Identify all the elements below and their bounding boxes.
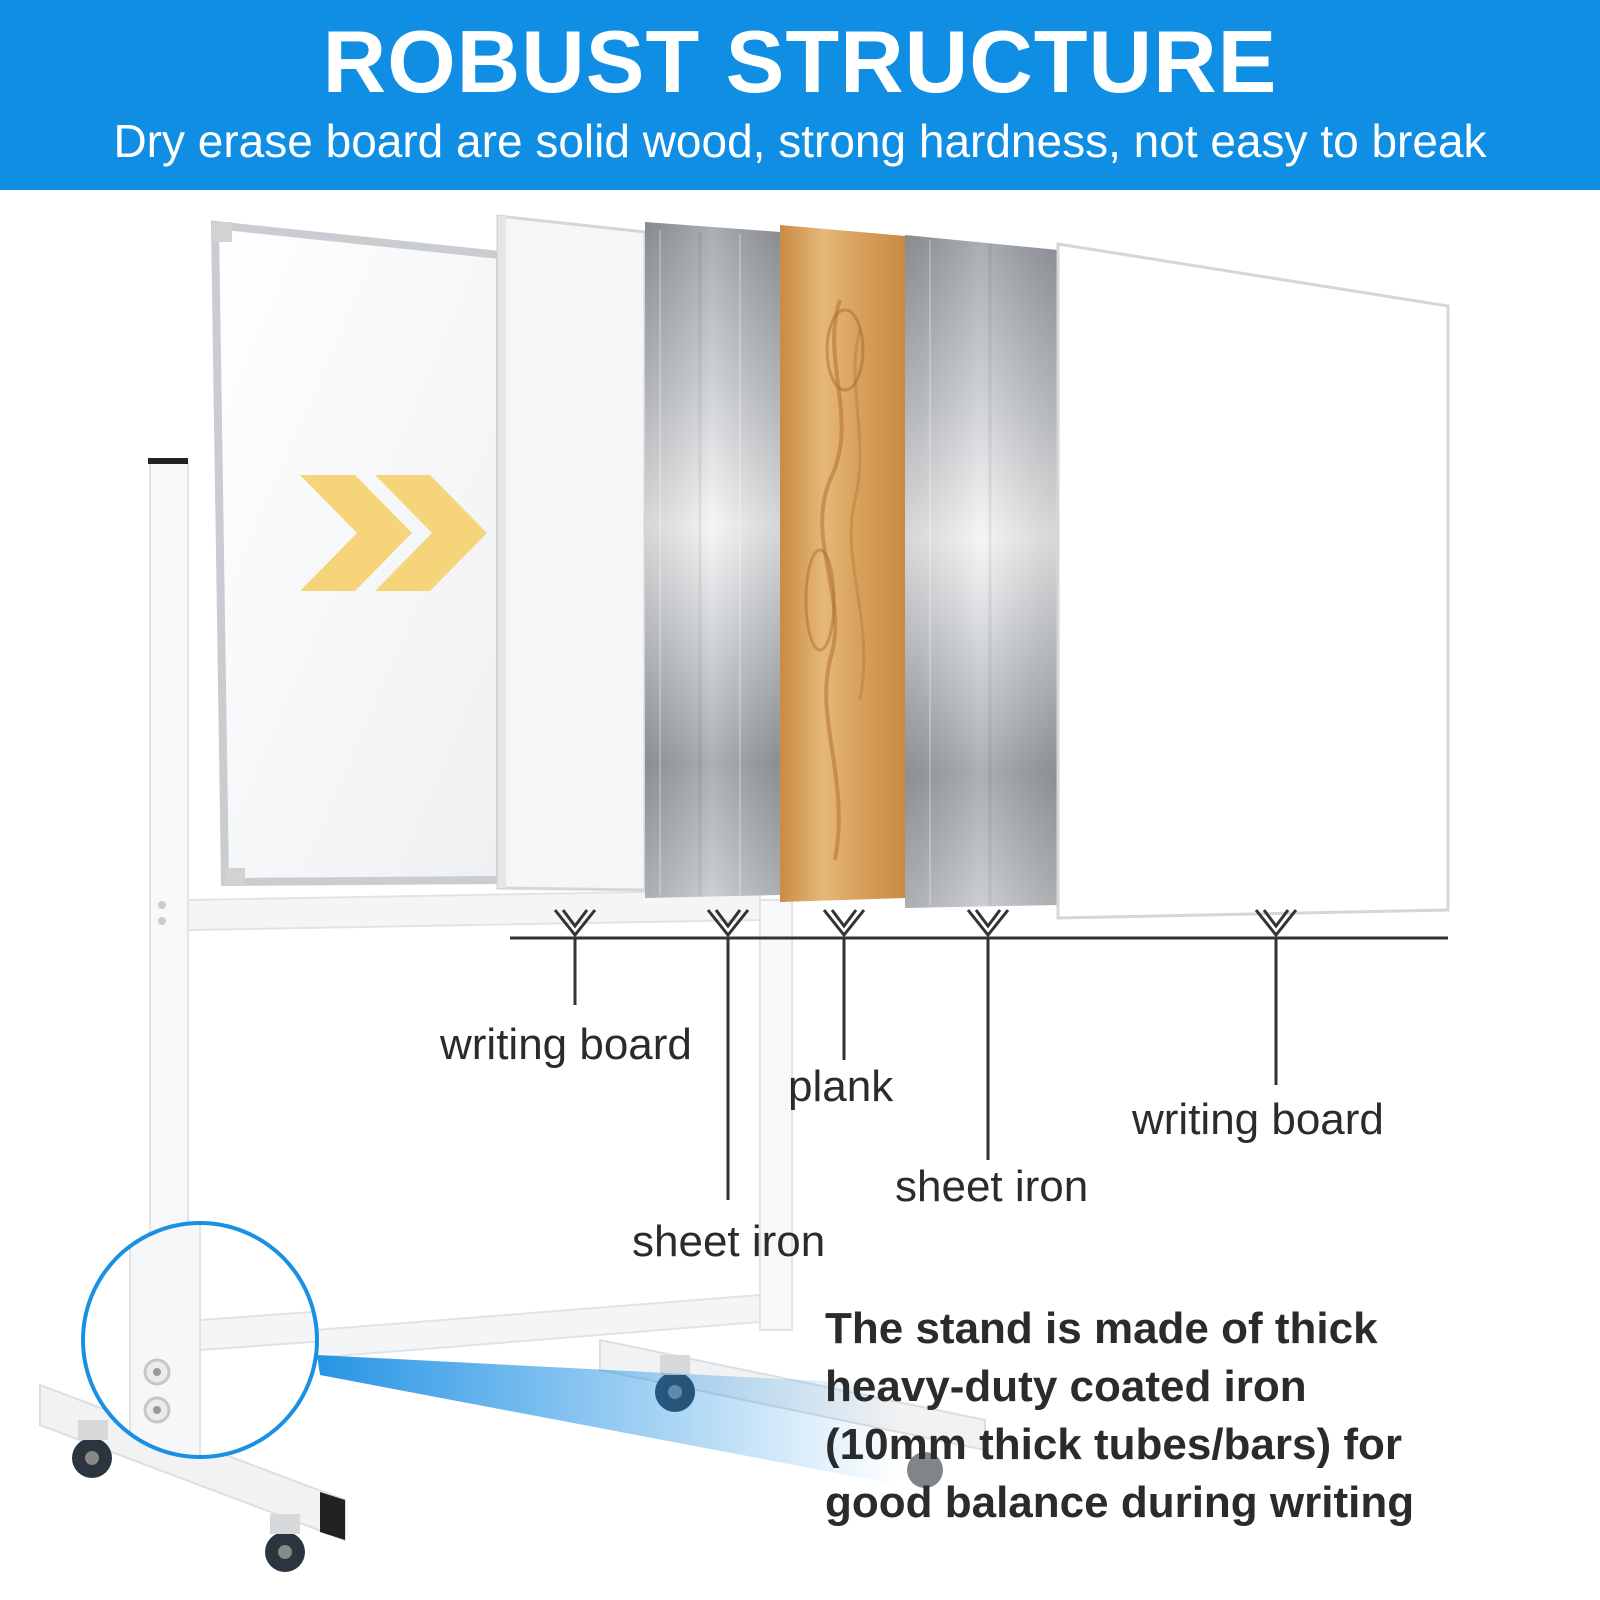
callout-leaders — [553, 909, 1298, 1200]
header-banner: ROBUST STRUCTURE Dry erase board are sol… — [0, 0, 1600, 190]
label-plank: plank — [788, 1062, 894, 1111]
layer-sheet-iron-front — [645, 222, 780, 898]
page-title: ROBUST STRUCTURE — [322, 12, 1278, 111]
stand-description: The stand is made of thick heavy-duty co… — [825, 1300, 1585, 1532]
double-chevron-right-icon — [300, 475, 487, 591]
stand-description-line: The stand is made of thick — [825, 1304, 1378, 1353]
layer-writing-board-back — [1056, 242, 1450, 920]
zoom-beam — [317, 1355, 900, 1485]
label-writing-board-front: writing board — [440, 1020, 692, 1069]
layer-plank — [780, 225, 905, 902]
stand-description-line: (10mm thick tubes/bars) for — [825, 1420, 1403, 1469]
layer-sheet-iron-back — [905, 235, 1058, 908]
page-subtitle: Dry erase board are solid wood, strong h… — [113, 115, 1487, 167]
stand-description-line: good balance during writing — [825, 1478, 1415, 1527]
zoom-circle-icon — [81, 1221, 319, 1459]
stand-description-line: heavy-duty coated iron — [825, 1362, 1307, 1411]
label-sheet-iron-front: sheet iron — [632, 1217, 826, 1266]
layer-writing-board-front — [496, 214, 647, 892]
label-writing-board-back: writing board — [1132, 1095, 1384, 1144]
label-sheet-iron-back: sheet iron — [895, 1162, 1089, 1211]
structure-diagram — [39, 214, 1450, 1572]
product-illustration: writing board sheet iron plank sheet iro… — [0, 190, 1600, 1600]
